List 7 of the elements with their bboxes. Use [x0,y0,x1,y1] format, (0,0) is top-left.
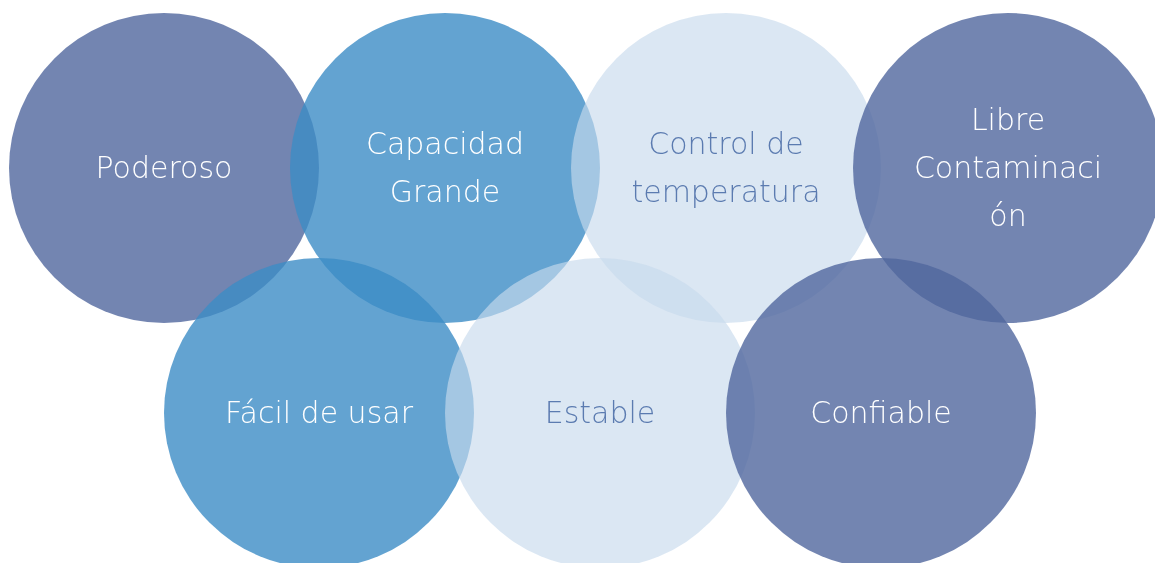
circle-label: Confiable [809,394,953,432]
circle-label: Control de temperatura [630,125,822,211]
circle-label: Estable [543,394,657,432]
circle-label: Capacidad Grande [364,125,526,211]
circle-label: Libre Contaminaci ón [912,101,1104,235]
circle-label: Fácil de usar [224,394,414,432]
circle-label: Poderoso [94,149,234,187]
